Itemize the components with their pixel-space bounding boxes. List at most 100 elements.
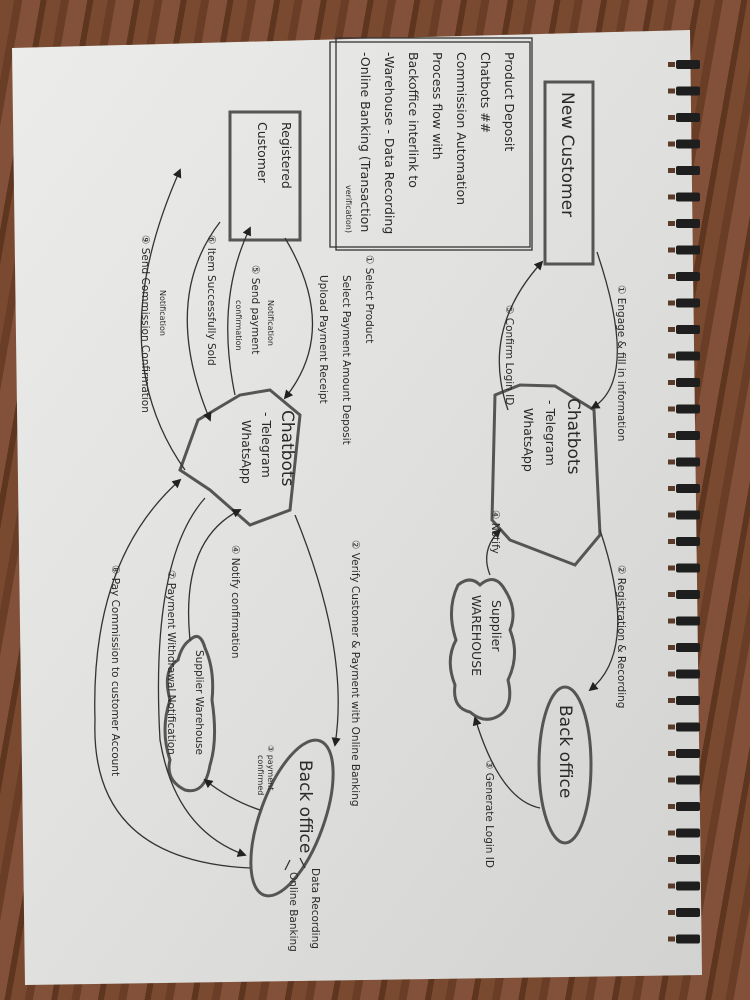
label-send-commission: ⑨ Send Commission Confirmation — [139, 235, 151, 413]
title-line: Chatbots ## — [478, 52, 493, 133]
node-supplier-warehouse-bottom: Supplier Warehouse — [163, 634, 217, 793]
spiral-ring — [676, 431, 700, 440]
svg-text:- Telegram: - Telegram — [543, 400, 558, 466]
spiral-ring — [676, 643, 700, 652]
spiral-hole — [668, 168, 675, 173]
spiral-ring — [676, 802, 700, 811]
spiral-hole — [668, 194, 675, 200]
svg-text:Back office: Back office — [295, 760, 315, 853]
spiral-hole — [668, 804, 675, 809]
spiral-ring — [676, 113, 700, 122]
spiral-ring — [676, 908, 700, 917]
spiral-ring — [676, 828, 700, 838]
spiral-hole — [668, 724, 675, 730]
spiral-hole — [668, 565, 675, 571]
spiral-hole — [668, 459, 675, 465]
spiral-ring — [676, 86, 700, 96]
spiral-ring — [676, 60, 700, 69]
node-back-office-bottom: Back office — [249, 738, 335, 898]
spiral-hole — [668, 115, 675, 120]
spiral-hole — [668, 62, 675, 67]
spiral-hole — [668, 751, 675, 756]
label-select-product: ① Select Product — [363, 255, 375, 343]
label-verify: ② Verify Customer & Payment with Online … — [349, 540, 361, 806]
label-send-payment-2: confirmation — [234, 300, 243, 351]
spiral-ring — [676, 192, 700, 202]
node-chatbots-top: Chatbots - Telegram WhatsApp — [490, 383, 602, 567]
label-send-payment: ⑤ Send payment — [249, 265, 261, 354]
spiral-ring — [676, 484, 700, 493]
label-confirm-login: ⑤ Confirm Login ID — [503, 305, 515, 405]
spiral-ring — [676, 378, 700, 387]
svg-text:Back office: Back office — [555, 705, 575, 798]
spiral-hole — [668, 486, 675, 491]
spiral-hole — [668, 247, 675, 253]
title-line: -Online Banking (Transaction — [358, 52, 373, 232]
spiral-ring — [676, 245, 700, 255]
svg-text:Supplier: Supplier — [489, 600, 504, 652]
title-note: verification) — [344, 185, 353, 233]
label-engage: ① Engage & fill in information — [615, 285, 627, 441]
node-back-office-top: Back office — [537, 685, 593, 845]
svg-text:- Telegram: - Telegram — [259, 412, 274, 478]
spiral-ring — [676, 510, 700, 520]
spiral-ring — [676, 351, 700, 361]
label-withdrawal: ⑦ Payment Withdrawal Notification — [165, 570, 177, 755]
flow-arrows — [94, 168, 619, 869]
spiral-hole — [668, 300, 675, 306]
spiral-ring — [676, 722, 700, 732]
node-supplier-warehouse-top: Supplier WAREHOUSE — [448, 578, 516, 721]
spiral-ring — [676, 855, 700, 864]
spiral-hole — [668, 910, 675, 915]
label-payment-confirmed-2: confirmed — [256, 755, 265, 795]
data-recording-label: Data Recording — [309, 868, 321, 949]
spiral-hole — [668, 618, 675, 624]
online-banking-label: Online Banking — [287, 872, 299, 952]
spiral-hole — [668, 380, 675, 385]
spiral-ring — [676, 749, 700, 758]
spiral-ring — [676, 537, 700, 546]
spiral-ring — [676, 669, 700, 679]
spiral-hole — [668, 353, 675, 359]
spiral-ring — [676, 696, 700, 705]
spiral-hole — [668, 645, 675, 650]
spiral-ring — [676, 563, 700, 573]
label-send-payment-note: Notification — [266, 300, 275, 346]
spiral-hole — [668, 327, 675, 332]
annotation-connector — [284, 857, 306, 871]
svg-text:New Customer: New Customer — [557, 92, 577, 217]
svg-text:WhatsApp: WhatsApp — [239, 420, 254, 484]
svg-text:Supplier Warehouse: Supplier Warehouse — [193, 650, 205, 755]
spiral-hole — [668, 830, 675, 836]
spiral-ring — [676, 934, 700, 944]
label-registration: ② Registration & Recording — [615, 565, 627, 708]
spiral-hole — [668, 857, 675, 862]
svg-text:Registered: Registered — [279, 122, 294, 189]
node-chatbots-middle: Chatbots - Telegram WhatsApp — [178, 388, 302, 527]
spiral-binding — [668, 60, 700, 944]
spiral-hole — [668, 883, 675, 889]
spiral-ring — [676, 298, 700, 308]
svg-text:Chatbots: Chatbots — [563, 398, 583, 475]
spiral-hole — [668, 221, 675, 226]
spiral-hole — [668, 512, 675, 518]
label-item-sold: ⑥ Item Successfully Sold — [205, 235, 217, 366]
spiral-hole — [668, 592, 675, 597]
spiral-ring — [676, 166, 700, 175]
svg-text:WAREHOUSE: WAREHOUSE — [469, 595, 484, 676]
label-select-payment: Select Payment Amount Deposit — [340, 275, 352, 445]
title-line: Product Deposit — [502, 52, 517, 151]
spiral-ring — [676, 590, 700, 599]
spiral-hole — [668, 274, 675, 279]
spiral-hole — [668, 936, 675, 942]
title-line: Process flow with — [430, 52, 445, 160]
spiral-ring — [676, 775, 700, 785]
label-payment-confirmed: ③ payment — [266, 745, 275, 790]
node-registered-customer: Registered Customer — [228, 110, 302, 242]
spiral-hole — [668, 141, 675, 147]
title-line: -Warehouse - Data Recording — [382, 52, 397, 234]
title-line: Commission Automation — [454, 52, 469, 205]
label-send-commission-note: Notification — [158, 290, 167, 336]
spiral-ring — [676, 139, 700, 149]
spiral-ring — [676, 272, 700, 281]
